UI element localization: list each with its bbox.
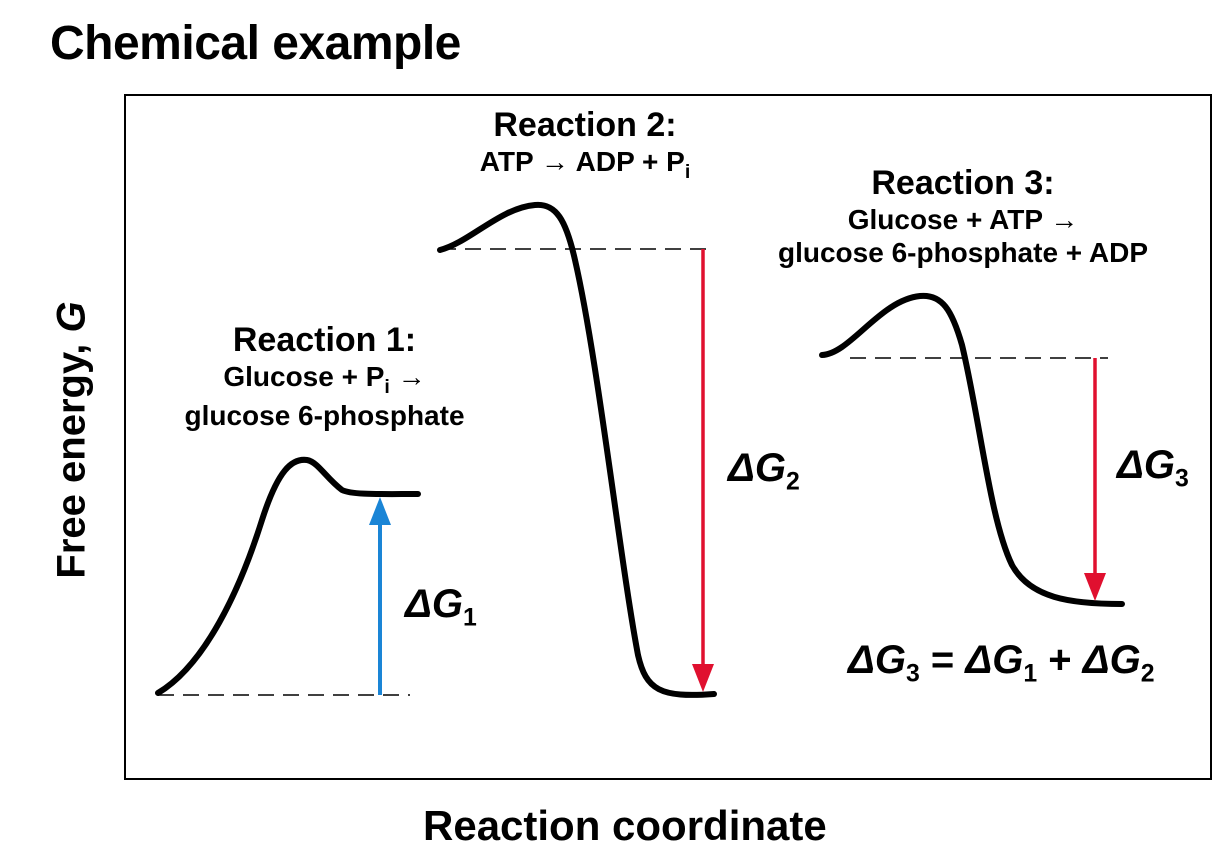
- reaction-2-name: Reaction 2:: [493, 106, 677, 144]
- reaction-2-label: Reaction 2: ATP → ADP + Pi: [420, 105, 750, 184]
- x-axis-label: Reaction coordinate: [423, 802, 827, 849]
- reaction-2-arrowhead: [692, 664, 714, 692]
- reaction-3-curve: [819, 292, 1125, 607]
- diagram-title: Chemical example: [50, 17, 461, 70]
- reaction-3-name: Reaction 3:: [871, 164, 1055, 202]
- reaction-1-equation-line1: Glucose + Pi →: [223, 361, 426, 398]
- delta-g-relation: ΔG3 = ΔG1 + ΔG2: [848, 638, 1155, 688]
- reaction-1-equation-line2: glucose 6-phosphate: [184, 400, 465, 432]
- reaction-3-arrowhead: [1084, 573, 1106, 601]
- reaction-2-curve: [437, 201, 717, 698]
- delta-g2-label: ΔG2: [728, 446, 800, 496]
- y-axis-label: Free energy, G: [49, 301, 94, 579]
- reaction-2-equation-line1: ATP → ADP + Pi: [479, 146, 691, 183]
- reaction-1-curve: [155, 456, 421, 696]
- reaction-1-name: Reaction 1:: [232, 321, 417, 359]
- delta-g1-label: ΔG1: [405, 582, 477, 632]
- reaction-1-label: Reaction 1: Glucose + Pi → glucose 6-pho…: [152, 320, 497, 432]
- reaction-3-equation-line1: Glucose + ATP →: [847, 204, 1079, 236]
- plot-frame: [124, 94, 1212, 780]
- reaction-3-equation-line2: glucose 6-phosphate + ADP: [777, 237, 1149, 269]
- delta-g3-label: ΔG3: [1117, 443, 1189, 493]
- reaction-1-arrowhead: [369, 497, 391, 525]
- reaction-3-label: Reaction 3: Glucose + ATP → glucose 6-ph…: [728, 163, 1198, 269]
